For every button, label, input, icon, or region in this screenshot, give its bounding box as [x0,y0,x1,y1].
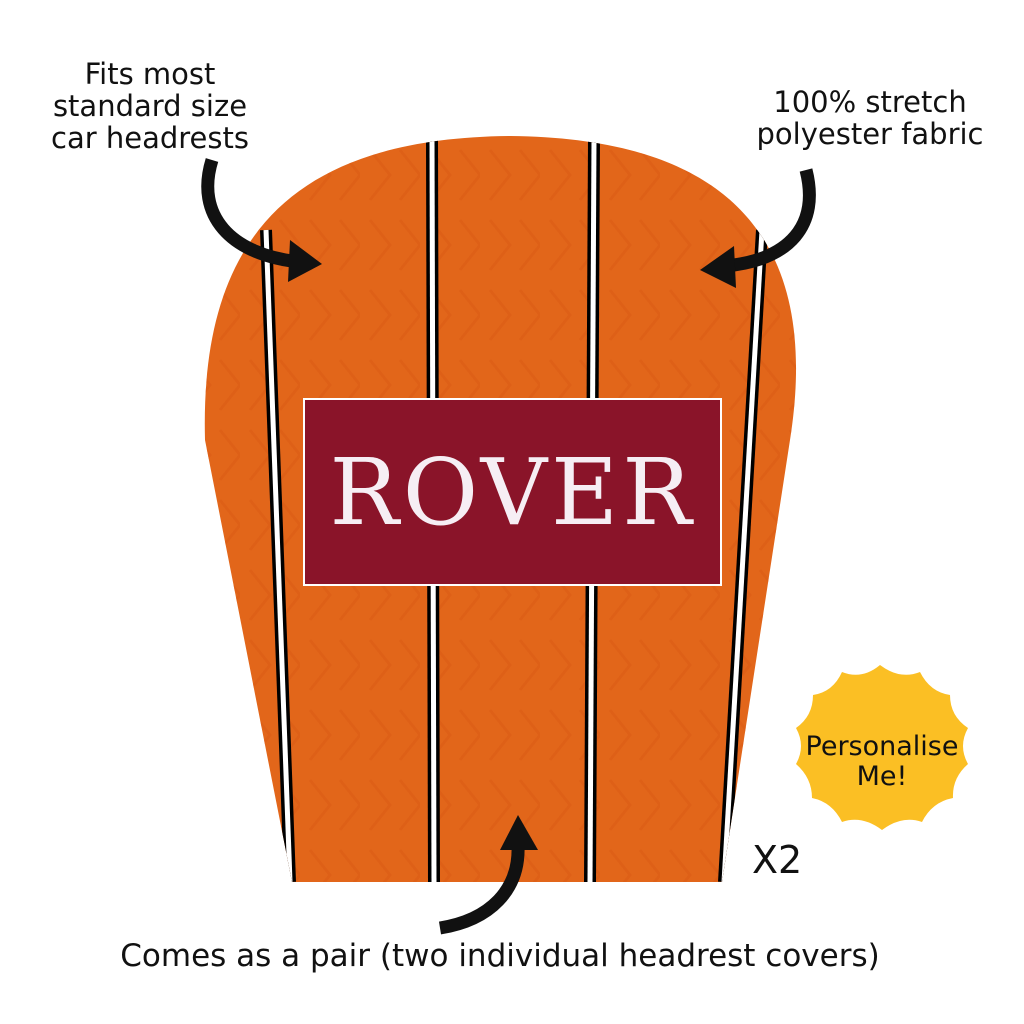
arrow-icon [438,815,538,935]
pair-caption: Comes as a pair (two individual headrest… [120,938,880,974]
fabric-caption: 100% stretch polyester fabric [756,85,984,151]
personalise-badge-text: Personalise Me! [805,731,959,792]
fit-caption: Fits most standard size car headrests [51,57,249,155]
rover-logo-box: ROVER [303,398,722,586]
quantity-label: X2 [752,838,803,882]
arrow-icon [700,168,816,288]
rover-logo-text: ROVER [329,438,696,546]
arrow-icon [201,158,322,282]
badge-shape [796,665,968,830]
